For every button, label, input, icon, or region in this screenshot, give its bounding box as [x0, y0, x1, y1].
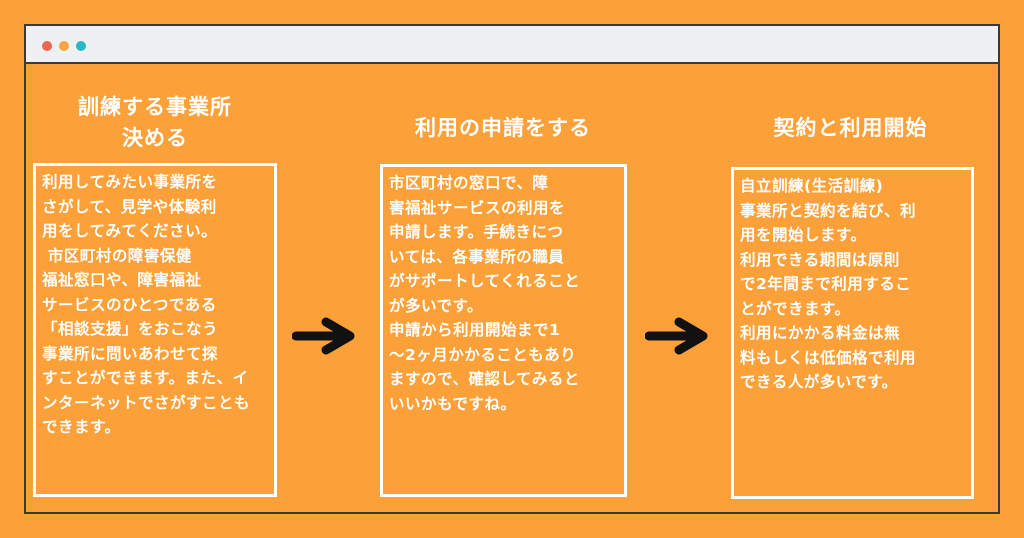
window-titlebar	[26, 26, 998, 64]
arrow-right-icon	[292, 317, 355, 355]
step-2-heading-line: 利用の申請をする	[415, 116, 591, 140]
step-1-heading-line: 訓練する事業所	[78, 95, 232, 119]
maximize-dot-icon	[76, 41, 86, 51]
step-2-text-line: 申請します。手続きにつ	[389, 223, 564, 241]
step-1-text-line: できます。	[42, 418, 121, 436]
close-dot-icon	[42, 41, 52, 51]
step-3-text-line: 料もしくは低価格で利用	[740, 348, 917, 367]
step-3-text-line: できる人が多いです。	[740, 373, 898, 391]
step-2-text-line: いては、各事業所の職員	[389, 247, 565, 266]
step-1-text-line: 「相談支援」をおこなう	[42, 320, 219, 338]
step-1-text-line: 市区町村の障害保健	[42, 246, 192, 265]
browser-window-frame	[24, 24, 1000, 514]
step-2-heading: 利用の申請をする	[378, 113, 628, 144]
step-1-text-line: ンターネットでさがすことも	[42, 393, 251, 412]
step-3-text-line: 用を開始します。	[740, 226, 867, 244]
step-2-text-line: 申請から利用開始まで1	[389, 321, 561, 339]
step-2-text-line: がサポートしてくれること	[389, 272, 581, 290]
step-3-text-line: 事業所と契約を結び、利	[740, 201, 917, 220]
step-1-heading-line: 決める	[122, 126, 188, 150]
step-3-heading: 契約と利用開始	[728, 113, 973, 144]
step-3-text-line: 利用にかかる料金は無	[740, 324, 901, 342]
step-2-text-line: いいかもですね。	[389, 394, 517, 413]
minimize-dot-icon	[59, 41, 69, 51]
arrow-right-icon	[645, 317, 708, 355]
step-3-text-line: 自立訓練(生活訓練)	[740, 177, 884, 195]
step-3-text-line: とができます。	[740, 299, 851, 318]
step-1-text-line: 事業所に問いあわせて探	[42, 344, 219, 363]
step-2-text-line: 〜2ヶ月かかることもあり	[389, 345, 577, 364]
step-1-box: 利用してみたい事業所を さがして、見学や体験利 用をしてみてください。 市区町村…	[33, 163, 277, 497]
step-1-text-line: すことができます。また、イ	[42, 369, 249, 387]
step-2-box: 市区町村の窓口で、障 害福祉サービスの利用を 申請します。手続きにつ いては、各…	[380, 164, 627, 497]
step-1-heading: 訓練する事業所 決める	[40, 92, 270, 154]
step-3-text-line: 利用できる期間は原則	[740, 250, 900, 269]
step-1-text-line: 用をしてみてください。	[42, 222, 218, 240]
step-2-text-line: が多いです。	[389, 296, 483, 315]
step-2-text-line: ますので、確認してみると	[389, 370, 580, 388]
step-2-text-line: 市区町村の窓口で、障	[389, 174, 549, 192]
step-1-text-line: さがして、見学や体験利	[42, 197, 217, 216]
step-1-text-line: サービスのひとつである	[42, 295, 217, 314]
step-2-text-line: 害福祉サービスの利用を	[389, 198, 566, 217]
step-3-text-line: で2年間まで利用するこ	[740, 275, 912, 293]
step-3-heading-line: 契約と利用開始	[773, 116, 928, 140]
step-3-box: 自立訓練(生活訓練) 事業所と契約を結び、利 用を開始します。 利用できる期間は…	[731, 167, 974, 499]
step-1-text-line: 利用してみたい事業所を	[42, 173, 218, 191]
step-1-text-line: 福祉窓口や、障害福祉	[42, 271, 202, 289]
